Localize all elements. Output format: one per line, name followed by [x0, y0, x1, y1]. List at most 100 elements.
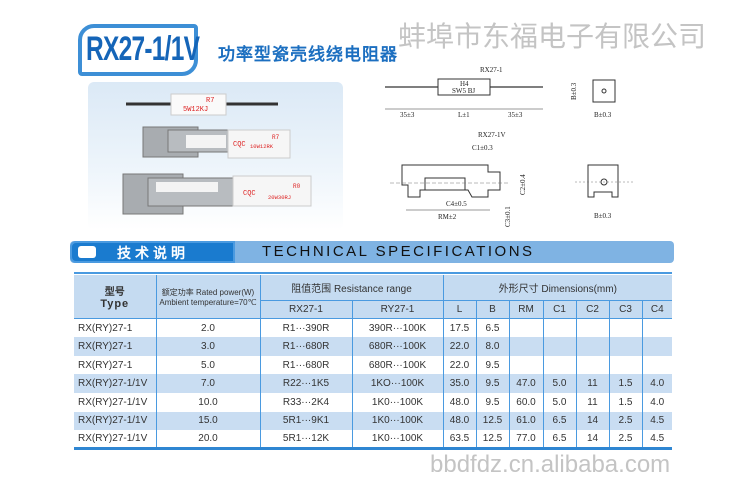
header-power: 额定功率 Rated power(W)Ambient temperature=7…: [155, 275, 261, 320]
subheader-cell: B: [475, 300, 510, 320]
header-resistance: 阻值范围 Resistance range: [259, 275, 444, 301]
table-cell: 680R···100K: [351, 337, 444, 356]
table-cell: 680R···100K: [351, 355, 444, 375]
subheader-cell: RX27-1: [260, 300, 353, 320]
title-badge-frame: [78, 24, 198, 76]
section-header-cn-bg: [70, 241, 235, 263]
table-cell: 6.5: [542, 430, 577, 449]
table-cell: R22···1K5: [259, 374, 353, 393]
dimension-drawings: RX27-1 H4 SW5 BJ 35±3 L±1 35±3 B±0.3 B±0…: [380, 60, 640, 235]
dim-label: 35±3: [508, 111, 523, 119]
table-cell: R1···390R: [259, 318, 353, 338]
product-photo: R7 5W12KJ CQC R7 10W12RK CQC R0 20W30RJ: [88, 82, 343, 230]
header-type-cn: 型号: [104, 287, 125, 299]
table-cell: [575, 337, 610, 356]
table-cell: 60.0: [508, 392, 544, 412]
table-cell: 61.0: [508, 411, 544, 431]
table-cell: 4.0: [641, 374, 672, 393]
dim-label: RM±2: [438, 213, 457, 221]
table-cell: 9.5: [475, 392, 510, 412]
table-cell: 11: [575, 374, 610, 393]
table-cell: RX(RY)27-1/1V: [74, 374, 157, 393]
dim-label: C3±0.1: [504, 206, 512, 227]
table-cell: 5R1···9K1: [259, 411, 353, 431]
table-cell: 8.0: [475, 337, 510, 356]
drawing-label: SW5 BJ: [452, 87, 475, 95]
table-cell: 15.0: [155, 411, 261, 431]
dim-label: B±0.3: [570, 82, 578, 100]
subheader-cell: RY27-1: [351, 300, 444, 320]
table-cell: [608, 337, 643, 356]
table-cell: 5.0: [542, 374, 577, 393]
table-cell: 47.0: [508, 374, 544, 393]
table-cell: 7.0: [155, 374, 261, 393]
table-cell: 1KO···100K: [351, 374, 444, 393]
table-cell: 1K0···100K: [351, 392, 444, 412]
table-cell: [542, 318, 577, 338]
table-cell: [641, 318, 672, 338]
dim-label: C4±0.5: [446, 200, 467, 208]
photo-label: R7: [272, 134, 280, 141]
dim-label: 35±3: [400, 111, 415, 119]
photo-label: CQC: [233, 141, 246, 149]
table-cell: [608, 318, 643, 338]
dim-label: C1±0.3: [472, 144, 493, 152]
table-cell: 35.0: [442, 374, 477, 393]
watermark-company: 蚌埠市东福电子有限公司: [398, 21, 707, 52]
table-cell: RX(RY)27-1/1V: [74, 430, 157, 449]
table-cell: 3.0: [155, 337, 261, 356]
table-cell: [542, 337, 577, 356]
drawing-title: RX27-1V: [478, 131, 506, 139]
table-cell: 6.5: [542, 411, 577, 431]
table-cell: 2.0: [155, 318, 261, 338]
header-dimensions: 外形尺寸 Dimensions(mm): [442, 275, 672, 301]
section-title-cn: 技术说明: [117, 245, 189, 261]
photo-label: 5W12KJ: [183, 106, 208, 114]
dim-label: B±0.3: [594, 212, 612, 220]
table-cell: 11: [575, 392, 610, 412]
drawing-title: RX27-1: [480, 66, 503, 74]
header-power-cn: 额定功率 Rated power(W): [161, 287, 255, 297]
table-cell: 14: [575, 430, 610, 449]
table-cell: 9.5: [475, 355, 510, 375]
table-cell: 5.0: [542, 392, 577, 412]
table-cell: RX(RY)27-1: [74, 355, 157, 375]
table-cell: R33···2K4: [259, 392, 353, 412]
table-cell: 12.5: [475, 411, 510, 431]
header-type-en: Type: [100, 298, 130, 311]
section-title-en: TECHNICAL SPECIFICATIONS: [262, 243, 535, 260]
table-cell: 9.5: [475, 374, 510, 393]
table-cell: 77.0: [508, 430, 544, 449]
table-cell: 4.5: [641, 411, 672, 431]
table-cell: [575, 355, 610, 375]
table-cell: 1K0···100K: [351, 430, 444, 449]
dim-label: C2±0.4: [519, 174, 527, 195]
product-model: RX27-1/1V: [86, 30, 200, 68]
table-cell: RX(RY)27-1: [74, 318, 157, 338]
product-title: 功率型瓷壳线绕电阻器: [218, 45, 398, 64]
table-cell: 1.5: [608, 374, 643, 393]
table-cell: 22.0: [442, 337, 477, 356]
table-cell: 22.0: [442, 355, 477, 375]
photo-label: CQC: [243, 190, 256, 198]
table-cell: 14: [575, 411, 610, 431]
watermark-site: bbdfdz.cn.alibaba.com: [430, 451, 671, 478]
table-cell: 48.0: [442, 411, 477, 431]
subheader-cell: C4: [641, 300, 672, 320]
table-cell: 12.5: [475, 430, 510, 449]
table-cell: 390R···100K: [351, 318, 444, 338]
header-power-en: Ambient temperature=70℃: [159, 297, 257, 307]
table-cell: [641, 355, 672, 375]
table-cell: R1···680R: [259, 355, 353, 375]
subheader-cell: RM: [508, 300, 544, 320]
table-cell: 20.0: [155, 430, 261, 449]
drawing-label: H4: [460, 80, 469, 88]
table-cell: [508, 355, 544, 375]
